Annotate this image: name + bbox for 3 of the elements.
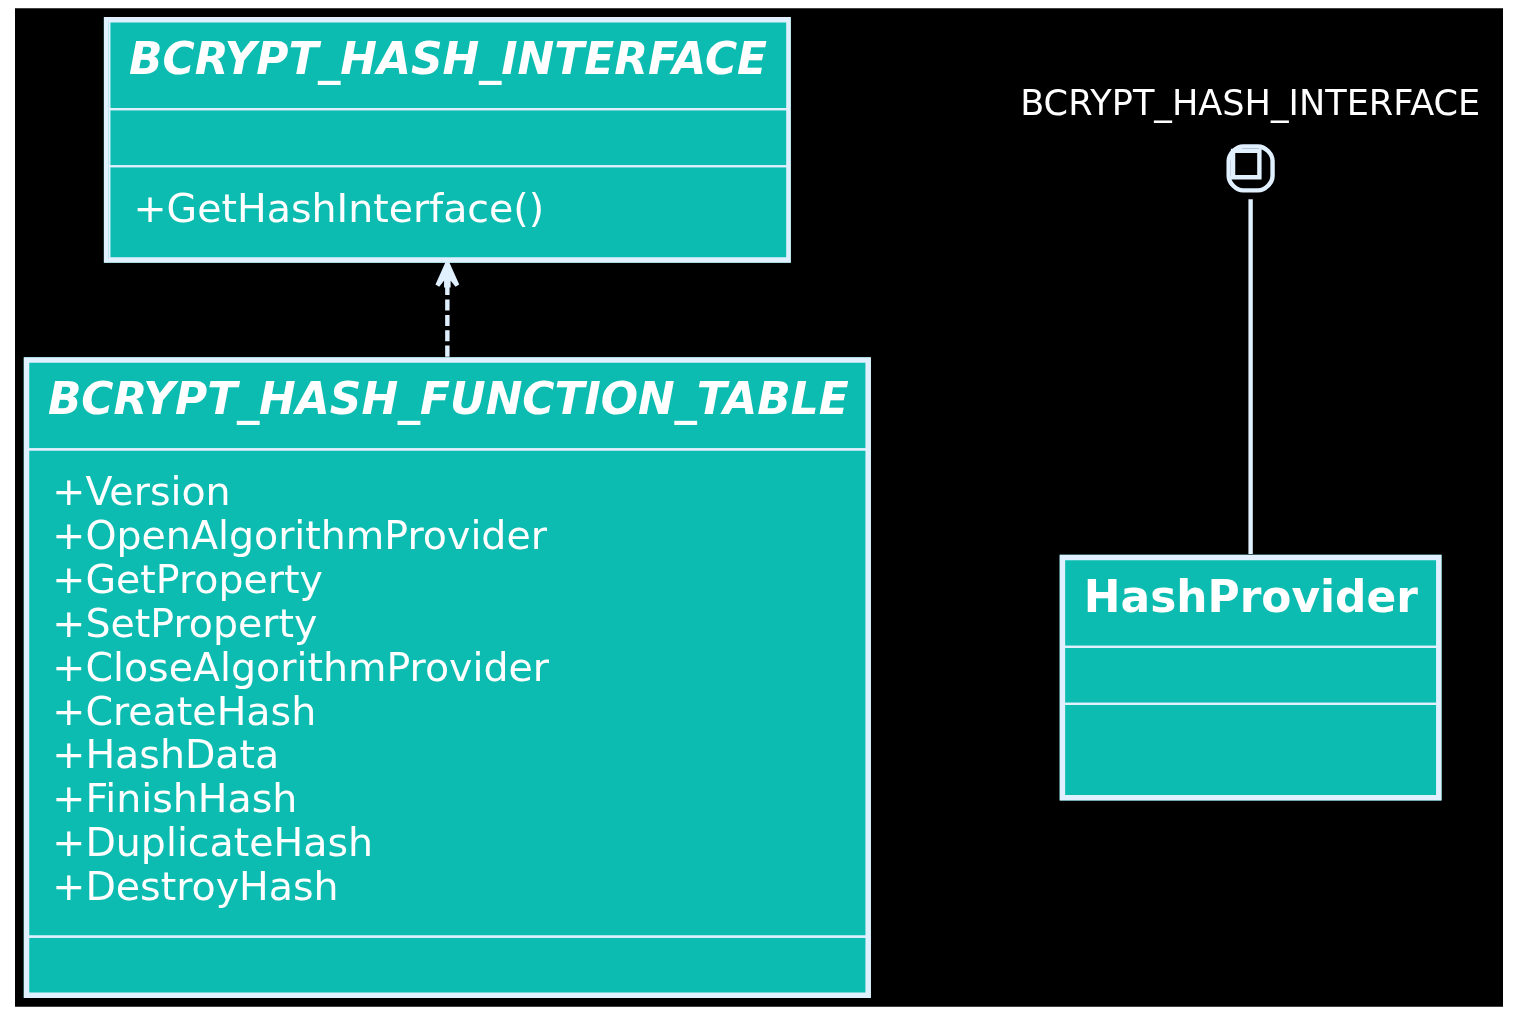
node-label: BCRYPT_HASH_INTERFACE [1020, 82, 1481, 124]
connector [1248, 199, 1253, 555]
arrow [435, 261, 460, 357]
